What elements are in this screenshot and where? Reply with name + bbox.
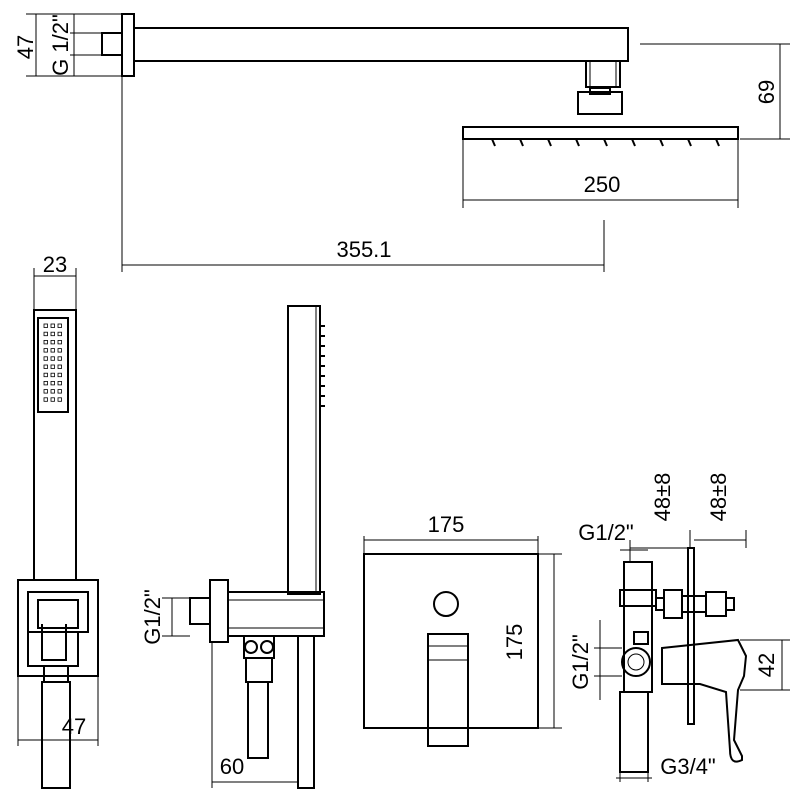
spray-nozzle <box>57 348 62 353</box>
wall-plate-edge <box>687 547 695 725</box>
spray-nozzle <box>43 356 48 361</box>
spray-nozzle <box>50 380 55 386</box>
concealed-body-section <box>619 547 748 773</box>
body-depth-a-label: 48±8 <box>650 473 675 522</box>
shower-head <box>462 126 739 140</box>
arm-length-label: 355.1 <box>336 237 391 262</box>
dim-head-drop: 69 <box>640 43 790 140</box>
spray-nozzle <box>43 380 48 386</box>
spray-nozzle-grid <box>43 323 62 402</box>
body-thread-bottom-label: G3/4" <box>660 754 716 779</box>
shower-arm-assembly <box>101 13 739 147</box>
dim-plate-height: 175 <box>502 553 562 729</box>
diverter-knob <box>433 591 459 617</box>
arm-connector <box>585 60 621 88</box>
arm-stub <box>101 32 123 56</box>
spray-nozzle <box>57 397 62 402</box>
head-nozzles <box>491 138 720 147</box>
hand-shower-side <box>189 305 325 789</box>
holder-depth-label: 47 <box>62 714 86 739</box>
side-lever <box>661 638 748 763</box>
outlet-elbow <box>209 579 229 643</box>
head-drop-label: 69 <box>754 80 779 104</box>
spray-nozzle <box>57 356 62 361</box>
body-top-cap <box>619 589 657 607</box>
dim-outlet-thread: G1/2" <box>140 589 190 645</box>
hand-shower-front <box>17 309 99 789</box>
spray-nozzle <box>50 372 55 378</box>
body-outlet <box>619 691 649 773</box>
outlet-thread-label: G1/2" <box>140 589 165 645</box>
spray-nozzle <box>57 323 62 328</box>
spray-nozzle <box>43 323 48 328</box>
spray-nozzle <box>57 331 62 337</box>
spray-nozzle <box>50 397 55 402</box>
spray-nozzle <box>57 389 62 394</box>
cover-plate <box>363 553 539 729</box>
dim-body-depth-a: 48±8 <box>629 473 691 562</box>
plate-height-label: 175 <box>502 624 527 661</box>
spray-nozzle <box>43 339 48 345</box>
mixer-face-plate <box>363 553 539 747</box>
dim-arm-height: 47 G 1/2" <box>13 13 122 77</box>
arm-thread-label: G 1/2" <box>48 14 73 76</box>
plate-width-label: 175 <box>428 512 465 537</box>
body-depth-b-label: 48±8 <box>706 473 731 522</box>
body-thread-top-label: G1/2" <box>578 520 634 545</box>
hose-side <box>247 681 269 759</box>
spray-nozzle <box>57 372 62 378</box>
dim-holder-depth: 47 <box>17 676 99 746</box>
wall-flange <box>121 13 135 77</box>
spray-nozzle <box>43 364 48 369</box>
dim-body-depth-b: 48±8 <box>694 473 747 548</box>
spray-nozzle <box>43 372 48 378</box>
hose <box>41 681 71 789</box>
spray-nozzle <box>43 348 48 353</box>
dim-outlet-offset: 60 <box>211 642 299 788</box>
dim-lever-height: 42 <box>740 639 790 691</box>
arm-height-label: 47 <box>13 35 38 59</box>
hose-nut <box>243 635 275 659</box>
hand-width-label: 23 <box>43 252 67 277</box>
spray-nozzle <box>50 339 55 345</box>
cartridge-nut <box>663 589 683 619</box>
hand-shower-face <box>37 317 69 413</box>
hand-shower-handle <box>287 305 321 595</box>
dim-arm-length: 355.1 <box>121 76 605 272</box>
spray-nozzle <box>57 364 62 369</box>
spray-nozzle <box>57 339 62 345</box>
spray-nozzle <box>50 389 55 394</box>
spray-nozzle <box>50 348 55 353</box>
handle-hose <box>297 635 315 789</box>
spray-nozzle <box>43 389 48 394</box>
head-swivel <box>577 91 623 115</box>
side-nozzles <box>320 325 325 407</box>
outlet-offset-label: 60 <box>220 754 244 779</box>
spray-nozzle <box>57 380 62 386</box>
spray-nozzle <box>50 323 55 328</box>
mixer-lever <box>427 633 469 747</box>
holder-body <box>227 591 325 637</box>
outlet-stub <box>189 597 211 625</box>
dim-body-thread-bottom: G3/4" <box>616 754 716 782</box>
hand-shower-body <box>33 309 77 589</box>
spray-nozzle <box>43 397 48 402</box>
body-thread-side-label: G1/2" <box>568 634 593 690</box>
inlet-union <box>621 647 651 677</box>
dim-body-thread-top: G1/2" <box>578 520 648 551</box>
cartridge-tip <box>705 591 727 617</box>
spray-nozzle <box>50 356 55 361</box>
hose-connector-side <box>245 657 273 683</box>
spray-nozzle <box>50 331 55 337</box>
dim-head-width: 250 <box>462 139 739 208</box>
lever-height-label: 42 <box>754 653 779 677</box>
spray-nozzle <box>50 364 55 369</box>
dim-body-thread-side: G1/2" <box>568 620 622 700</box>
spray-nozzle <box>43 331 48 337</box>
dim-hand-width: 23 <box>33 252 77 310</box>
shower-arm <box>133 27 629 62</box>
dim-plate-width: 175 <box>363 512 539 554</box>
head-width-label: 250 <box>584 172 621 197</box>
